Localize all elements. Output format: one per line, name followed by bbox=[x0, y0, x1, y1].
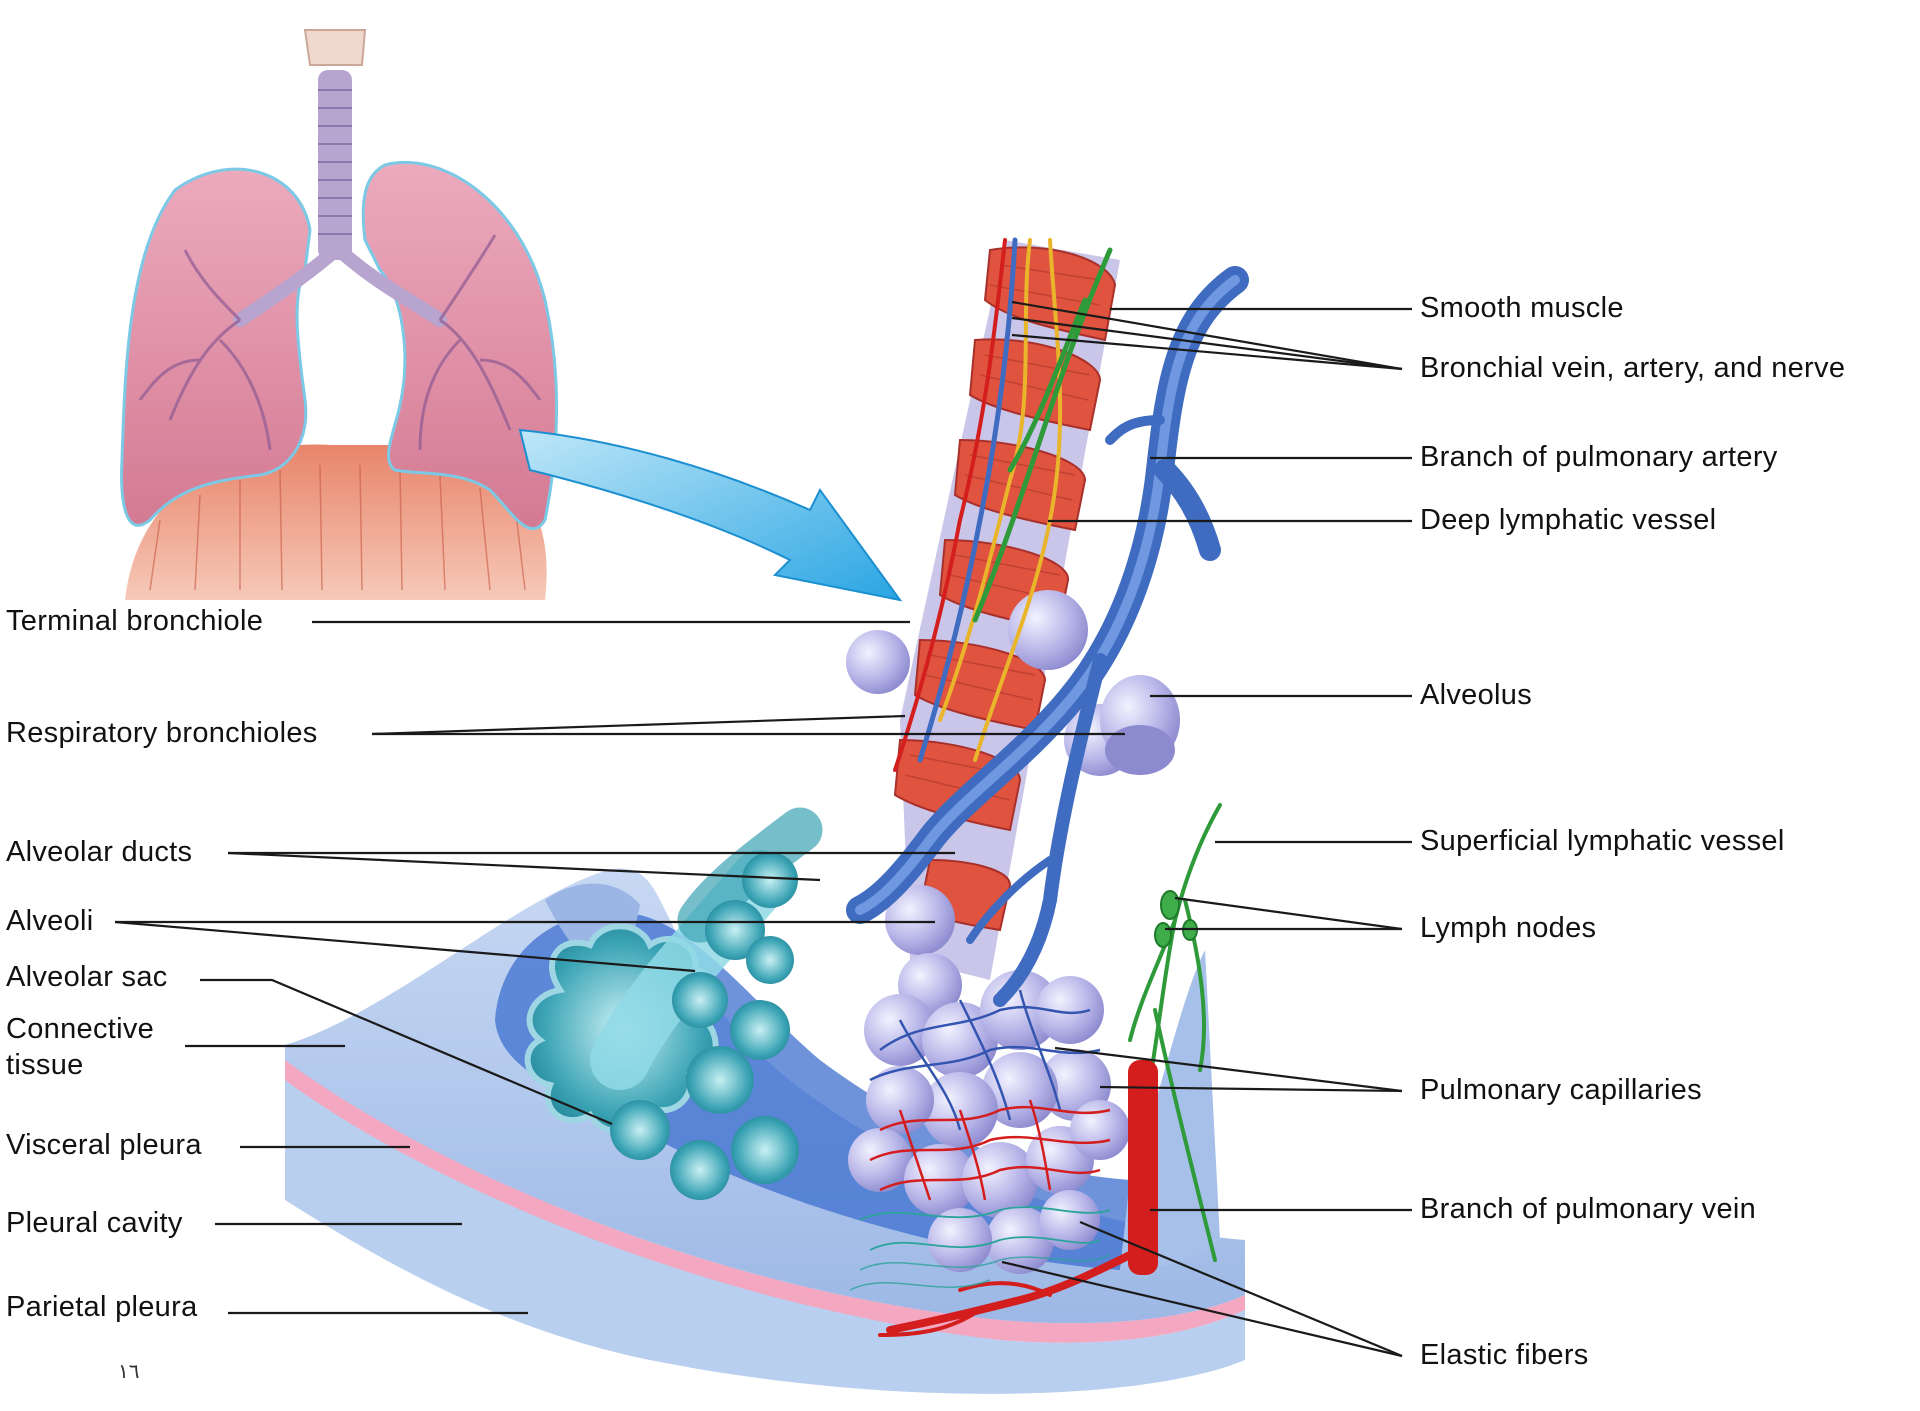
label-alveoli: Alveoli bbox=[6, 905, 94, 937]
label-branch-pulmonary-vein: Branch of pulmonary vein bbox=[1420, 1193, 1756, 1225]
label-connective-tissue-line2: tissue bbox=[6, 1049, 84, 1081]
label-pleural-cavity: Pleural cavity bbox=[6, 1207, 183, 1239]
label-alveolar-ducts: Alveolar ducts bbox=[6, 836, 192, 868]
label-parietal-pleura: Parietal pleura bbox=[6, 1291, 198, 1323]
trachea bbox=[318, 70, 352, 260]
label-deep-lymphatic-vessel: Deep lymphatic vessel bbox=[1420, 504, 1716, 536]
label-lymph-nodes: Lymph nodes bbox=[1420, 912, 1596, 944]
page-number: ١٦ bbox=[118, 1359, 139, 1383]
label-branch-pulmonary-artery: Branch of pulmonary artery bbox=[1420, 441, 1778, 473]
label-superficial-lymphatic-vessel: Superficial lymphatic vessel bbox=[1420, 825, 1785, 857]
label-visceral-pleura: Visceral pleura bbox=[6, 1129, 202, 1161]
right-labels: Smooth muscle Bronchial vein, artery, an… bbox=[1420, 292, 1845, 1371]
label-respiratory-bronchioles: Respiratory bronchioles bbox=[6, 717, 318, 749]
zoom-arrow bbox=[520, 430, 900, 600]
label-terminal-bronchiole: Terminal bronchiole bbox=[6, 605, 263, 637]
label-elastic-fibers: Elastic fibers bbox=[1420, 1339, 1589, 1371]
label-connective-tissue-line1: Connective bbox=[6, 1013, 154, 1045]
label-smooth-muscle: Smooth muscle bbox=[1420, 292, 1624, 324]
larynx bbox=[305, 30, 365, 65]
label-alveolus: Alveolus bbox=[1420, 679, 1532, 711]
lungs-overview-illustration bbox=[122, 30, 557, 600]
left-labels: Terminal bronchiole Respiratory bronchio… bbox=[6, 605, 318, 1323]
label-pulmonary-capillaries: Pulmonary capillaries bbox=[1420, 1074, 1702, 1106]
label-alveolar-sac: Alveolar sac bbox=[6, 961, 168, 993]
label-bronchial-vein-artery-nerve: Bronchial vein, artery, and nerve bbox=[1420, 352, 1845, 384]
